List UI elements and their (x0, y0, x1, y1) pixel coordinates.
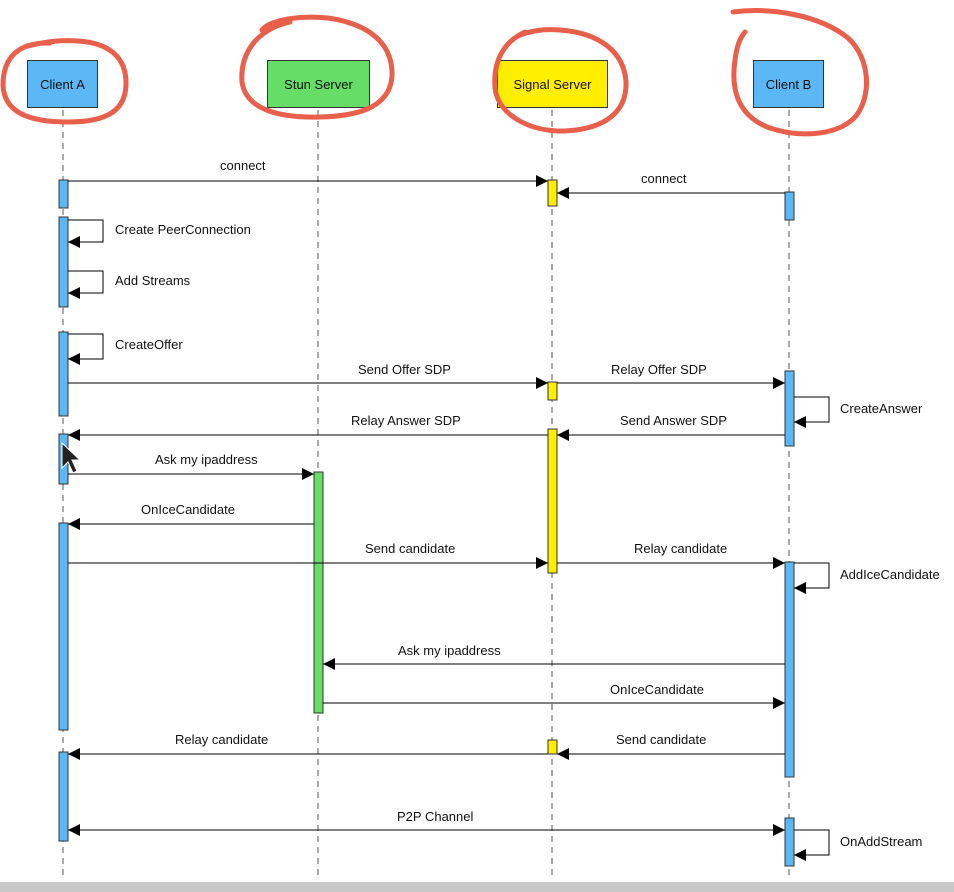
msg-send-offer-sdp: Send Offer SDP (358, 362, 451, 377)
arrow-add-ice (794, 562, 830, 594)
msg-create-peer-connection: Create PeerConnection (115, 222, 251, 237)
activation-a-2 (58, 216, 69, 308)
arrow-create-offer (68, 333, 104, 365)
msg-send-answer-sdp: Send Answer SDP (620, 413, 727, 428)
mouse-cursor-icon (61, 441, 82, 474)
activation-signal-3 (547, 428, 558, 574)
msg-send-candidate-a: Send candidate (365, 541, 456, 556)
arrow-create-peer (68, 219, 104, 248)
msg-connect-a: connect (220, 158, 266, 173)
arrow-create-answer (794, 396, 830, 428)
msg-add-streams: Add Streams (115, 273, 191, 288)
msg-ask-ip-b: Ask my ipaddress (398, 643, 501, 658)
msg-add-ice-candidate: AddIceCandidate (840, 567, 940, 582)
msg-send-candidate-b: Send candidate (616, 732, 707, 747)
activation-a-1 (58, 179, 69, 209)
activation-b-1 (784, 191, 795, 221)
activation-a-3 (58, 331, 69, 417)
msg-create-answer: CreateAnswer (840, 401, 923, 416)
participant-signal-server: Signal Server (497, 60, 608, 108)
msg-create-offer: CreateOffer (115, 337, 183, 352)
participant-client-b: Client B (753, 60, 824, 108)
msg-ask-ip-a: Ask my ipaddress (155, 452, 258, 467)
activation-a-5 (58, 522, 69, 731)
participant-client-b-label: Client B (765, 76, 812, 92)
arrow-on-add-stream (794, 829, 830, 861)
participant-stun-server-label: Stun Server (284, 76, 353, 92)
msg-connect-b: connect (641, 171, 687, 186)
participant-client-a-label: Client A (40, 76, 85, 92)
bottom-edge-bar (0, 882, 954, 892)
participant-client-a: Client A (27, 60, 98, 108)
msg-onicecandidate-b: OnIceCandidate (610, 682, 704, 697)
activation-b-4 (784, 817, 795, 867)
msg-relay-offer-sdp: Relay Offer SDP (611, 362, 707, 377)
activation-b-2 (784, 370, 795, 447)
activation-a-6 (58, 751, 69, 842)
msg-on-add-stream: OnAddStream (840, 834, 923, 849)
activation-signal-1 (547, 179, 558, 207)
activation-b-3 (784, 561, 795, 778)
msg-relay-candidate-a: Relay candidate (175, 732, 269, 747)
participant-stun-server: Stun Server (267, 60, 370, 108)
msg-p2p-channel: P2P Channel (397, 809, 474, 824)
activation-signal-4 (547, 739, 558, 755)
activation-signal-2 (547, 381, 558, 401)
msg-relay-candidate-b: Relay candidate (634, 541, 728, 556)
msg-relay-answer-sdp: Relay Answer SDP (351, 413, 461, 428)
participant-signal-server-label: Signal Server (513, 76, 592, 92)
activation-stun (313, 471, 324, 714)
msg-onicecandidate-a: OnIceCandidate (141, 502, 235, 517)
arrow-add-streams (68, 270, 104, 299)
